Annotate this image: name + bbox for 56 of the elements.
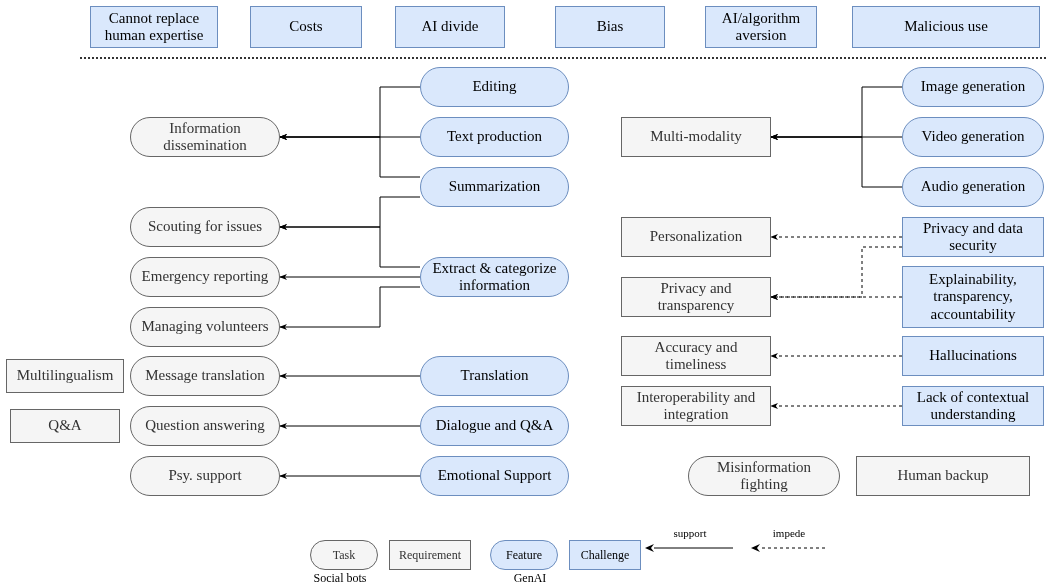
feature-pill: Emotional Support (420, 456, 569, 496)
feature-pill: Translation (420, 356, 569, 396)
group-label: Social bots (313, 572, 367, 584)
task-pill: Message translation (130, 356, 280, 396)
arrow (279, 223, 421, 268)
task-pill: Psy. support (130, 456, 280, 496)
arrow (279, 472, 421, 480)
requirement-box: Human backup (856, 456, 1030, 496)
feature-pill: Dialogue and Q&A (420, 406, 569, 446)
challenge-box: Privacy and data security (902, 217, 1044, 257)
challenge-box: Bias (555, 6, 665, 48)
challenge-box: Malicious use (852, 6, 1040, 48)
feature-pill: Video generation (902, 117, 1044, 157)
arrow (279, 133, 421, 178)
challenge-box: Hallucinations (902, 336, 1044, 376)
legend-requirement-box: Requirement (389, 540, 471, 570)
requirement-box: Privacy and transparency (621, 277, 771, 317)
arrow (279, 372, 421, 380)
task-pill: Emergency reporting (130, 257, 280, 297)
task-pill: Managing volunteers (130, 307, 280, 347)
arrow (279, 422, 421, 430)
requirement-box: Multi-modality (621, 117, 771, 157)
task-pill: Question answering (130, 406, 280, 446)
feature-pill: Audio generation (902, 167, 1044, 207)
legend-challenge-box: Challenge (569, 540, 641, 570)
task-pill: Misinformation fighting (688, 456, 840, 496)
legend-label: support (673, 528, 707, 539)
challenge-box: Cannot replace human expertise (90, 6, 218, 48)
feature-pill: Editing (420, 67, 569, 107)
arrow (770, 133, 903, 188)
feature-pill: Text production (420, 117, 569, 157)
requirement-box: Personalization (621, 217, 771, 257)
challenge-box: Lack of contextual understanding (902, 386, 1044, 426)
feature-pill: Extract & categorize information (420, 257, 569, 297)
challenge-box: AI/algorithm aversion (705, 6, 817, 48)
requirement-box: Interoperability and integration (621, 386, 771, 426)
feature-pill: Summarization (420, 167, 569, 207)
task-pill: Information dissemination (130, 117, 280, 157)
legend-feature-pill: Feature (490, 540, 558, 570)
group-label: GenAI (513, 572, 547, 584)
challenge-box: Explainability, transparency, accountability (902, 266, 1044, 328)
dashed-arrow (770, 233, 903, 241)
dashed-arrow (770, 352, 903, 360)
legend-task-pill: Task (310, 540, 378, 570)
requirement-box: Multilingualism (6, 359, 124, 393)
feature-pill: Image generation (902, 67, 1044, 107)
legend-label: impede (772, 528, 806, 539)
requirement-box: Q&A (10, 409, 120, 443)
challenge-box: Costs (250, 6, 362, 48)
dashed-arrow (770, 293, 903, 301)
challenge-box: AI divide (395, 6, 505, 48)
requirement-box: Accuracy and timeliness (621, 336, 771, 376)
dashed-arrow (770, 402, 903, 410)
arrow (279, 286, 421, 331)
task-pill: Scouting for issues (130, 207, 280, 247)
arrow (279, 273, 421, 281)
